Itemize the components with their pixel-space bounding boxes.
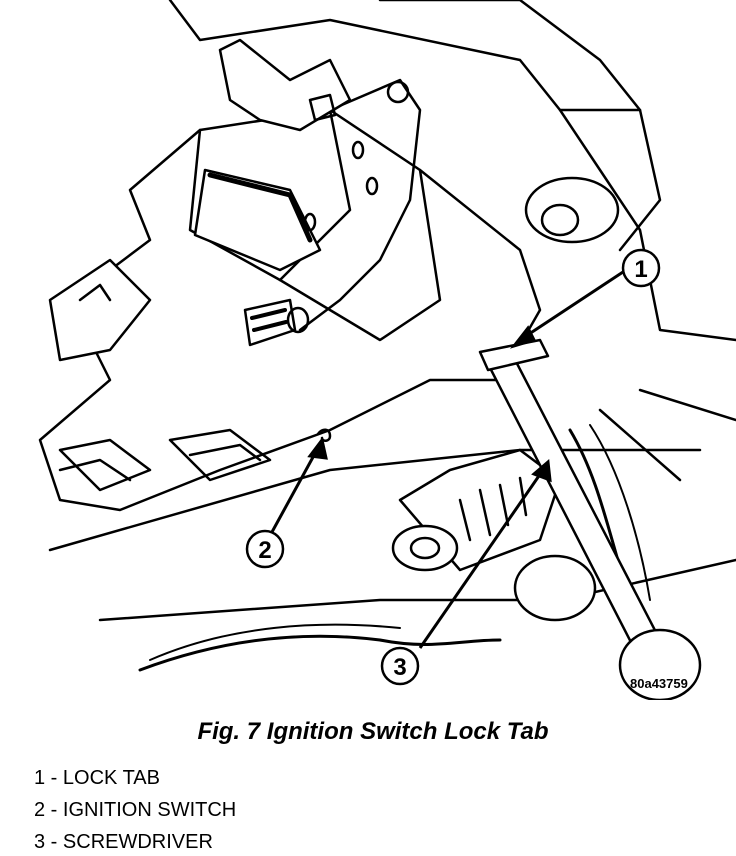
dash-bracket <box>558 108 736 342</box>
switch-lower-tabs <box>58 428 272 492</box>
callout-3: 3 <box>380 646 420 686</box>
legend-label: LOCK TAB <box>62 767 160 789</box>
callout-2-arrowhead <box>307 436 328 460</box>
legend-item: 3 - SCREWDRIVER <box>34 826 236 856</box>
legend-item: 2 - IGNITION SWITCH <box>34 794 236 826</box>
callout-1: 1 <box>621 248 661 288</box>
pivot-bushing <box>391 524 459 572</box>
svg-text:1: 1 <box>634 256 647 283</box>
release-knob <box>513 554 597 622</box>
legend-number: 1 <box>34 767 46 789</box>
column-housing <box>168 0 662 252</box>
figure-title: Fig. 7 Ignition Switch Lock Tab <box>197 718 549 745</box>
dash-bracket-lower <box>598 388 736 482</box>
legend-number: 3 <box>34 831 46 853</box>
ignition-switch-body <box>38 108 542 512</box>
wiring-harness <box>138 634 502 672</box>
callout-1-leader <box>519 270 624 342</box>
legend-label: IGNITION SWITCH <box>62 799 237 821</box>
legend-item: 1 - LOCK TAB <box>34 762 236 794</box>
switch-side-panel <box>278 168 442 342</box>
callout-legend: 1 - LOCK TAB 2 - IGNITION SWITCH 3 - SCR… <box>34 762 236 856</box>
lower-column <box>48 448 702 552</box>
mounting-plate <box>298 78 422 332</box>
figure-reference-code: 80a43759 <box>630 676 688 691</box>
column-upper-edge <box>378 0 642 112</box>
legend-separator: - <box>45 799 63 821</box>
label-plate <box>243 298 297 347</box>
upper-connector <box>218 38 352 132</box>
legend-separator: - <box>45 767 63 789</box>
svg-text:3: 3 <box>393 654 406 681</box>
callout-1-arrowhead <box>509 325 537 349</box>
callout-2: 2 <box>245 529 285 569</box>
callout-3-arrowhead <box>531 459 552 483</box>
legend-number: 2 <box>34 799 46 821</box>
lock-tab-marker <box>316 428 332 442</box>
svg-text:2: 2 <box>258 537 271 564</box>
screwdriver-handle <box>618 628 702 700</box>
callout-3-leader <box>418 469 545 649</box>
ignition-switch-illustration: 1 2 3 <box>38 0 736 700</box>
legend-label: SCREWDRIVER <box>62 831 213 853</box>
switch-connector <box>48 258 152 362</box>
legend-separator: - <box>45 831 63 853</box>
callout-2-leader <box>270 447 320 533</box>
